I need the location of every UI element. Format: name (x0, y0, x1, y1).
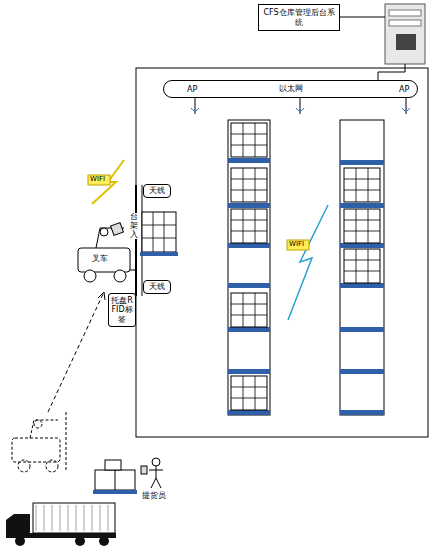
tag-box: 托盘RFID标签 (108, 293, 136, 327)
person-label: 提货员 (142, 492, 166, 501)
node-text: 天线 (149, 282, 165, 291)
ap-label: AP (187, 86, 197, 95)
node-text: 天线 (149, 186, 165, 195)
forklift-label: 叉车 (92, 255, 108, 264)
antenna-box: 天线 (143, 184, 171, 198)
node-text: 以太网 (279, 84, 303, 93)
ethernet-band: 以太网 (163, 80, 418, 98)
ap-label: AP (399, 86, 409, 95)
node-text: 托盘RFID标签 (111, 296, 133, 324)
antenna-box: 天线 (143, 280, 171, 294)
wifi-label: WIFI (289, 241, 304, 249)
vertical-label: 台架入 (130, 213, 138, 239)
node-text: CFS仓库管理后台系统 (262, 8, 336, 26)
wifi-label: WIFI (90, 176, 105, 184)
system-box: CFS仓库管理后台系统 (258, 4, 340, 31)
